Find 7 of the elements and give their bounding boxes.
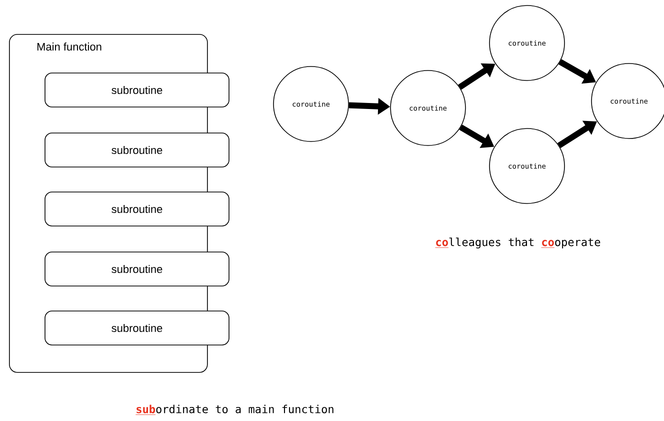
caption: subordinate to a main function bbox=[135, 404, 334, 415]
caption: colleagues that cooperate bbox=[435, 238, 600, 248]
subroutine-box: subroutine bbox=[44, 310, 230, 346]
subroutine-box: subroutine bbox=[44, 72, 230, 108]
subroutine-box: subroutine bbox=[44, 252, 230, 286]
subroutine-box: subroutine bbox=[44, 192, 230, 226]
subroutine-box: subroutine bbox=[44, 132, 230, 168]
